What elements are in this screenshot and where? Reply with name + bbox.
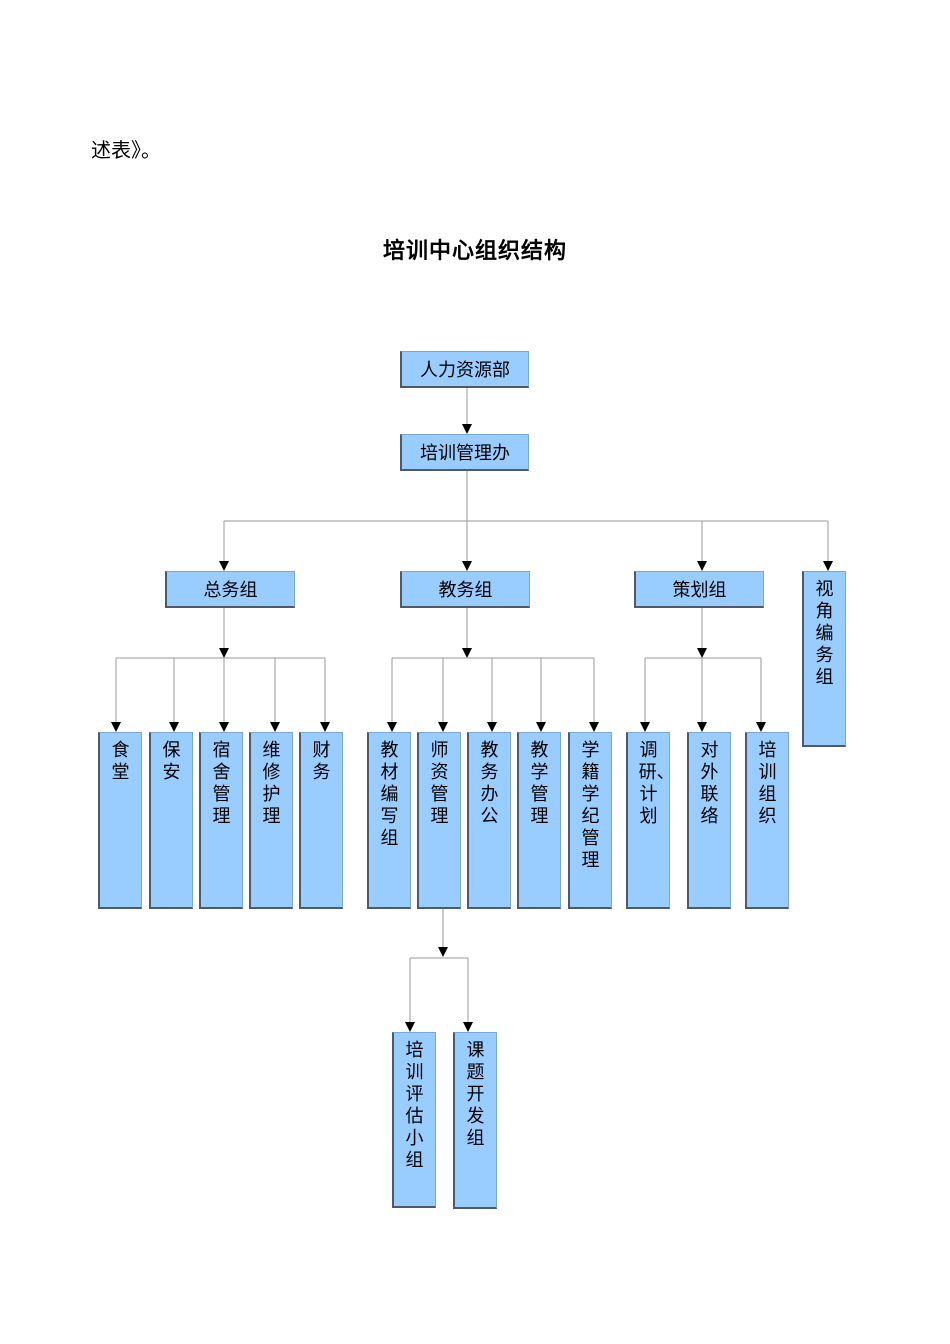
node-training-org-label: 培训组织: [758, 740, 777, 827]
node-maintenance: 维修护理: [249, 732, 293, 909]
node-affairs-office-label: 教务办公: [480, 740, 499, 827]
node-teaching-mgmt: 教学管理: [517, 732, 561, 909]
node-dorm-label: 宿舍管理: [212, 740, 231, 827]
node-textbook-label: 教材编写组: [380, 740, 399, 849]
node-course-dev-label: 课题开发组: [466, 1040, 485, 1149]
node-liaison-label: 对外联络: [700, 740, 719, 827]
node-planning-group: 策划组: [634, 571, 764, 608]
node-general-group: 总务组: [165, 571, 295, 608]
node-maintenance-label: 维修护理: [262, 740, 281, 827]
node-textbook: 教材编写组: [367, 732, 411, 909]
node-evaluation: 培训评估小组: [392, 1032, 436, 1208]
node-canteen: 食堂: [98, 732, 142, 909]
diagram-title: 培训中心组织结构: [382, 238, 567, 264]
node-training-org: 培训组织: [745, 732, 789, 909]
node-visual-group-label: 视角编务组: [815, 579, 834, 688]
node-finance: 财务: [299, 732, 343, 909]
node-liaison: 对外联络: [687, 732, 731, 909]
node-hr: 人力资源部: [400, 351, 529, 388]
node-research-label: 调研、计划: [638, 740, 675, 827]
node-affairs-office: 教务办公: [467, 732, 511, 909]
node-enrollment: 学籍学纪管理: [568, 732, 612, 909]
node-canteen-label: 食堂: [111, 740, 130, 783]
node-finance-label: 财务: [312, 740, 331, 783]
node-security-label: 保安: [162, 740, 181, 783]
node-academic-group: 教务组: [400, 571, 530, 608]
node-training-office: 培训管理办: [400, 434, 529, 471]
node-dorm: 宿舍管理: [199, 732, 243, 909]
node-enrollment-label: 学籍学纪管理: [581, 740, 600, 871]
node-teachers-label: 师资管理: [430, 740, 449, 827]
node-teachers: 师资管理: [417, 732, 461, 909]
node-security: 保安: [149, 732, 193, 909]
node-research: 调研、计划: [626, 732, 675, 909]
intro-text: 述表》。: [91, 138, 161, 162]
node-visual-group: 视角编务组: [802, 571, 846, 747]
node-teaching-mgmt-label: 教学管理: [530, 740, 549, 827]
node-evaluation-label: 培训评估小组: [405, 1040, 424, 1171]
node-course-dev: 课题开发组: [453, 1032, 497, 1209]
